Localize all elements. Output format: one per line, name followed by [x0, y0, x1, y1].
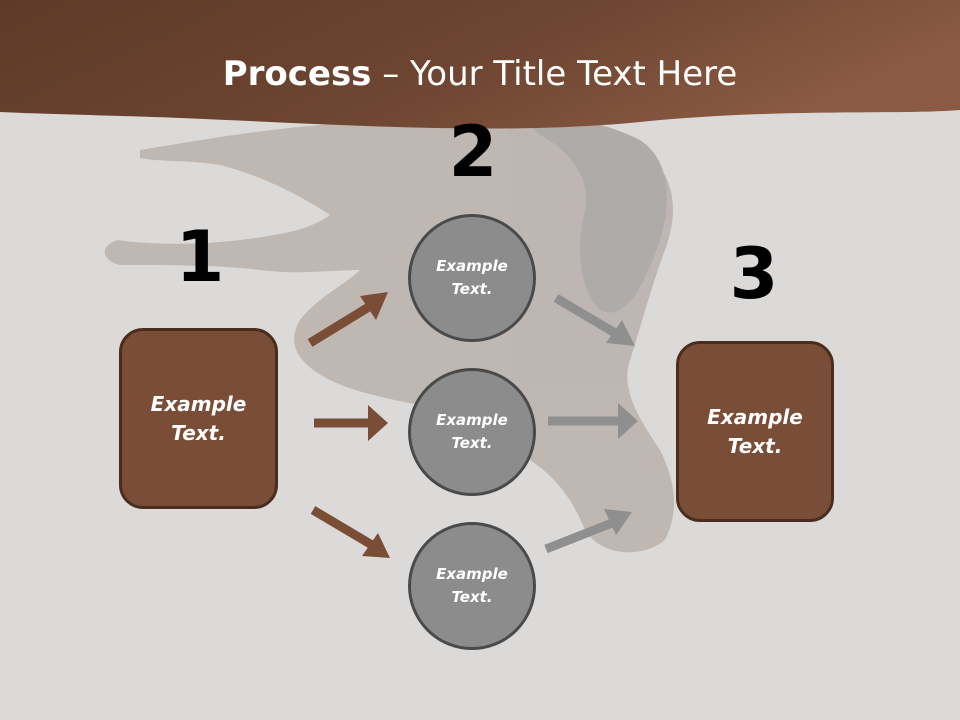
arrow-top-to-3 [553, 294, 618, 337]
circle-top-line-2: Text. [451, 280, 493, 298]
step-3-line-2: Text. [727, 433, 783, 458]
step-number-2: 2 [448, 111, 498, 193]
circle-middle: Example Text. [408, 368, 536, 496]
circle-top-text: Example Text. [436, 255, 508, 301]
circle-bottom: Example Text. [408, 522, 536, 650]
circle-middle-text: Example Text. [436, 409, 508, 455]
circle-middle-line-2: Text. [451, 434, 493, 452]
step-3-box: Example Text. [676, 341, 834, 522]
left-arrowheads [360, 292, 390, 558]
step-3-text: Example Text. [707, 403, 803, 461]
step-number-3: 3 [729, 233, 779, 315]
slide-title: Process – Your Title Text Here [0, 52, 960, 96]
circle-bottom-line-1: Example [436, 565, 508, 583]
step-1-box: Example Text. [119, 328, 278, 509]
title-bold: Process [222, 54, 372, 94]
right-arrowheads [604, 320, 638, 535]
arrow-1-to-top [307, 301, 375, 347]
step-1-line-1: Example [150, 391, 247, 416]
left-arrows [307, 301, 375, 549]
step-1-line-2: Text. [171, 420, 226, 445]
circle-bottom-line-2: Text. [451, 588, 493, 606]
step-1-text: Example Text. [151, 390, 247, 448]
step-number-1: 1 [175, 216, 225, 298]
arrow-bottom-to-3 [544, 518, 614, 554]
arrow-1-to-bottom [310, 506, 375, 549]
circle-middle-line-1: Example [436, 411, 508, 429]
circle-top-line-1: Example [436, 257, 508, 275]
header-band [0, 0, 960, 129]
right-arrows [544, 294, 618, 554]
circle-bottom-text: Example Text. [436, 563, 508, 609]
circle-top: Example Text. [408, 214, 536, 342]
step-3-line-1: Example [707, 404, 803, 429]
title-rest: – Your Title Text Here [371, 54, 738, 94]
